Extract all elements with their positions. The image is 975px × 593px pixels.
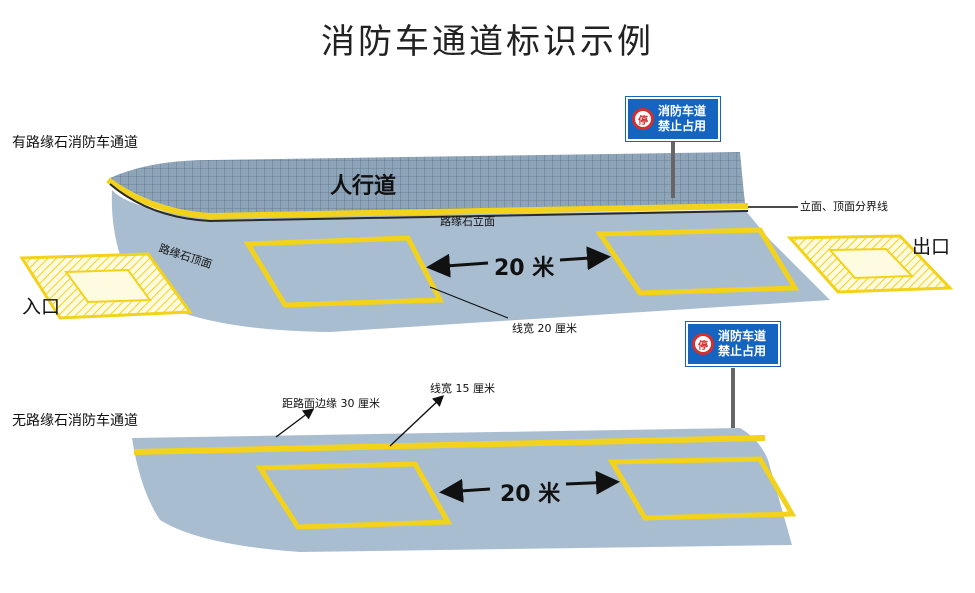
- no-parking-sign-bottom: 停 消防车道 禁止占用: [685, 321, 781, 367]
- label-entrance: 入口: [22, 296, 61, 318]
- sign-line2: 禁止占用: [718, 344, 767, 358]
- label-curb-face: 路缘石立面: [440, 215, 495, 228]
- exit-inner: [827, 247, 915, 280]
- lower-box-right: [607, 456, 797, 521]
- label-line-width-15: 线宽 15 厘米: [430, 382, 495, 395]
- no-parking-icon: 停: [632, 108, 654, 130]
- label-edge-distance: 距路面边缘 30 厘米: [282, 397, 380, 410]
- no-parking-sign-top: 停 消防车道 禁止占用: [625, 96, 721, 142]
- label-distance-bottom: 20 米: [500, 482, 561, 507]
- edge-stripe: [133, 435, 766, 455]
- no-parking-icon: 停: [692, 333, 714, 355]
- entrance-inner: [64, 268, 152, 304]
- sign-line1: 消防车道: [718, 329, 767, 343]
- upper-box-left: [243, 235, 445, 308]
- sign-line2: 禁止占用: [658, 119, 707, 133]
- lower-box-left: [255, 461, 453, 530]
- curb-stripe: [106, 177, 749, 220]
- page-title: 消防车通道标识示例: [321, 22, 654, 62]
- label-exit: 出口: [912, 236, 951, 258]
- label-sidewalk: 人行道: [330, 174, 397, 199]
- sidewalk: [110, 152, 745, 214]
- label-without-curb: 无路缘石消防车通道: [12, 413, 138, 429]
- label-boundary: 立面、顶面分界线: [800, 200, 888, 213]
- label-line-width-20: 线宽 20 厘米: [512, 322, 577, 335]
- label-distance-top: 20 米: [494, 256, 555, 281]
- label-with-curb: 有路缘石消防车通道: [12, 135, 138, 151]
- sign-line1: 消防车道: [658, 104, 707, 118]
- upper-road-surface: [111, 190, 831, 332]
- upper-box-right: [595, 227, 800, 296]
